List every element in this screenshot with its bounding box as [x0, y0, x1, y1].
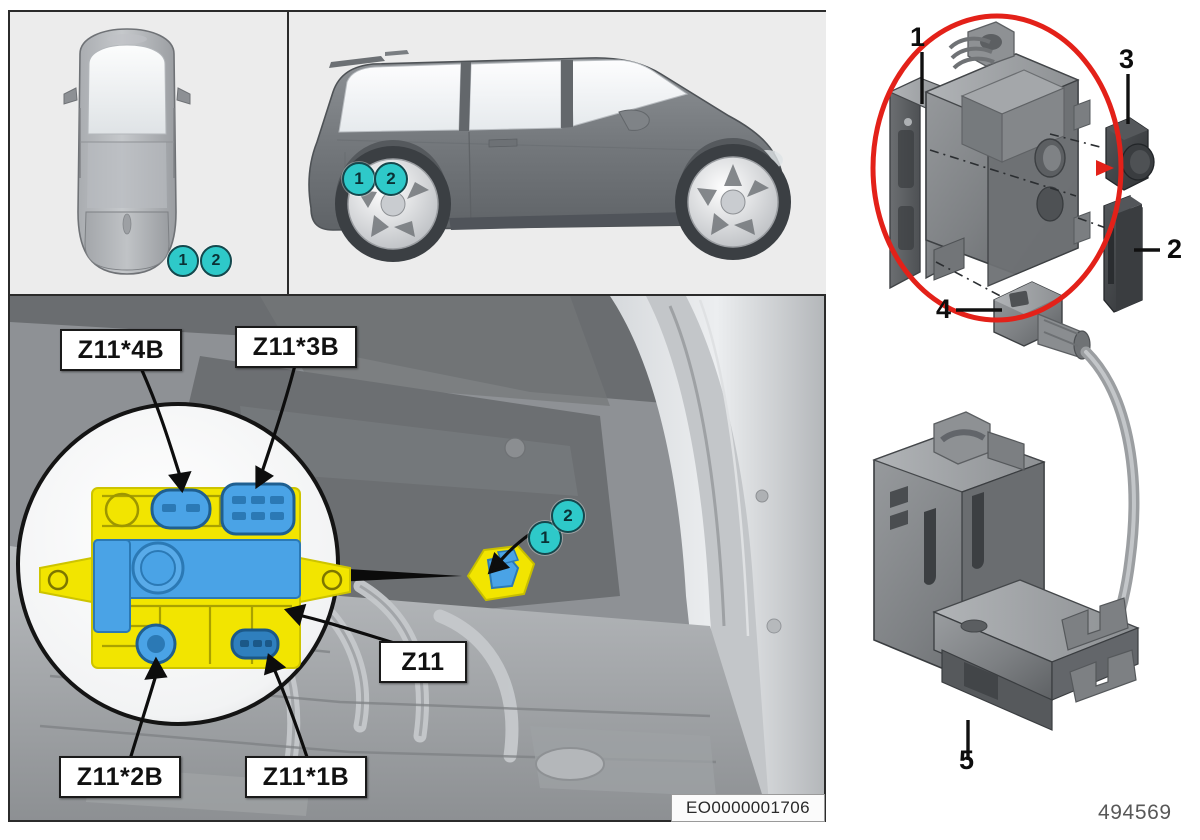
marker-side-view-2: 2	[374, 162, 408, 196]
panel-divider-vertical	[287, 12, 289, 294]
marker-label: 1	[540, 528, 550, 547]
marker-side-view-1: 1	[342, 162, 376, 196]
marker-label: 2	[563, 506, 573, 525]
panel-vehicle-side-view	[289, 12, 826, 294]
label-z11-3b: Z11*3B	[235, 326, 357, 368]
vehicle-illustration-frame: 1 2 1 2 1 2 Z11*4B Z11*3B Z11 Z11*2B	[8, 10, 826, 822]
plate-text: Z11	[401, 647, 445, 676]
callout-5: 5	[959, 745, 974, 776]
plate-text: Z11*4B	[77, 335, 165, 364]
label-z11-4b: Z11*4B	[60, 329, 182, 371]
panel-luggage-compartment	[10, 296, 824, 820]
callout-3: 3	[1119, 44, 1134, 75]
label-z11-1b: Z11*1B	[245, 756, 367, 798]
marker-top-view-1: 1	[167, 245, 199, 277]
marker-label: 1	[178, 252, 188, 269]
panel-divider-horizontal	[10, 294, 824, 296]
marker-main-view-2: 2	[551, 499, 585, 533]
callout-2: 2	[1167, 234, 1182, 265]
part-number-text: EO0000001706	[686, 798, 810, 817]
figure-number-text: 494569	[1098, 801, 1172, 824]
figure-number: 494569	[1098, 801, 1172, 825]
plate-text: Z11*2B	[76, 762, 164, 791]
label-z11: Z11	[379, 641, 467, 683]
marker-label: 2	[211, 252, 221, 269]
callout-label: 1	[910, 22, 926, 52]
marker-label: 1	[354, 169, 364, 188]
callout-1: 1	[910, 22, 925, 53]
part-number-plate: EO0000001706	[671, 794, 825, 822]
plate-text: Z11*3B	[252, 332, 340, 361]
callout-4: 4	[936, 294, 951, 325]
marker-label: 2	[386, 169, 396, 188]
callout-label: 5	[959, 745, 975, 775]
plate-text: Z11*1B	[262, 762, 350, 791]
panel-vehicle-top-view	[10, 12, 287, 294]
label-z11-2b: Z11*2B	[59, 756, 181, 798]
exploded-view-panel: 1 3 2 4 5	[838, 0, 1200, 840]
callout-label: 4	[936, 294, 952, 324]
callout-label: 2	[1167, 234, 1183, 264]
callout-label: 3	[1119, 44, 1135, 74]
marker-top-view-2: 2	[200, 245, 232, 277]
